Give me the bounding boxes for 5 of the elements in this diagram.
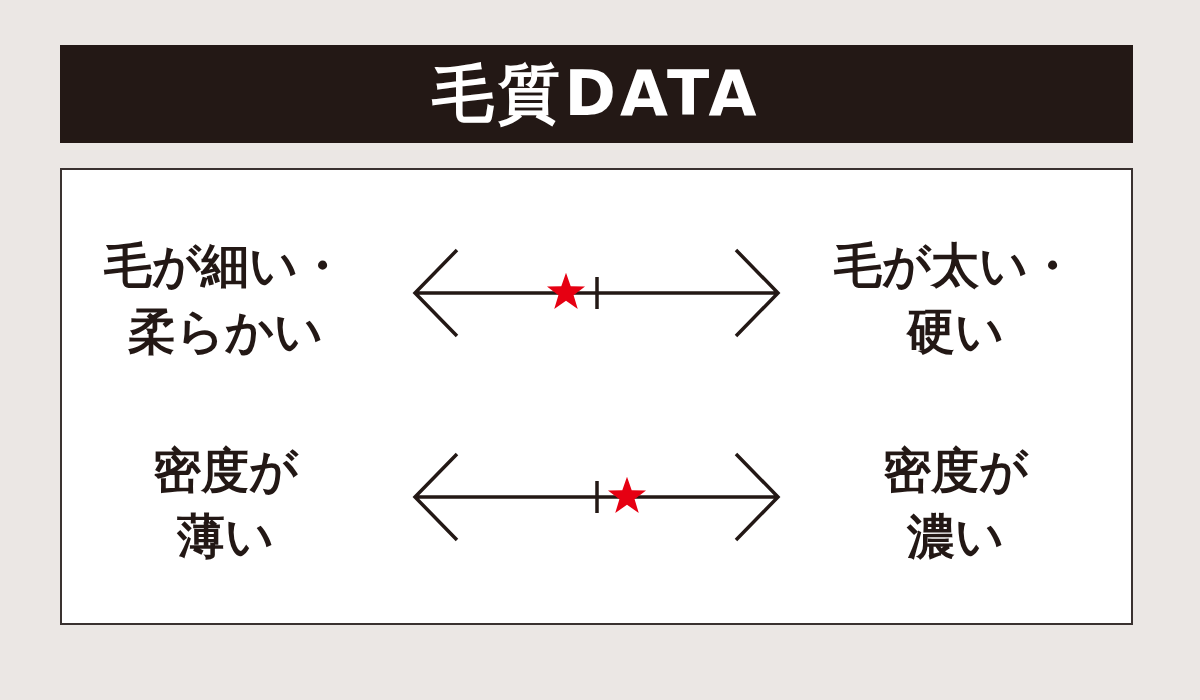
scale-left-label: 毛が細い・柔らかい bbox=[103, 236, 347, 361]
scale-right-label: 密度が濃い bbox=[881, 441, 1030, 566]
scale-right-label: 毛が太い・硬い bbox=[833, 236, 1077, 361]
scale-left-label: 密度が薄い bbox=[151, 441, 300, 566]
title: 毛質DATA bbox=[432, 59, 761, 129]
